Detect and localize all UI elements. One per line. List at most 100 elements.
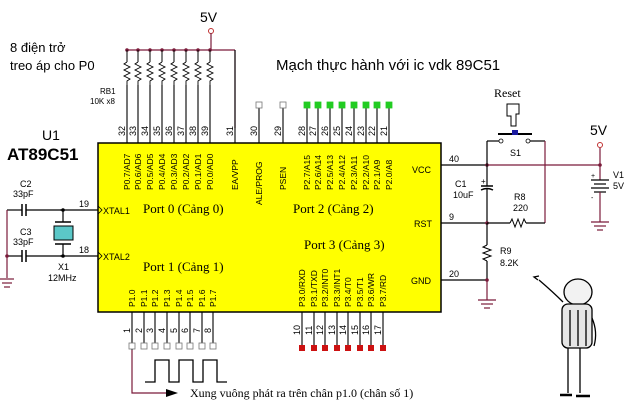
- pin-number: 31: [225, 126, 235, 136]
- pin-terminal: [175, 342, 183, 350]
- pin-label: PSEN: [278, 167, 288, 190]
- pin-number: 32: [117, 126, 127, 136]
- square-wave-waveform: [145, 359, 227, 383]
- pin-20-number: 20: [449, 269, 459, 279]
- pin-terminal: [279, 101, 287, 109]
- logic-probe-high: [314, 101, 322, 109]
- c3-ref: C3: [20, 227, 32, 237]
- pin-label: P0.5/AD5: [145, 153, 155, 190]
- pin-number: 16: [361, 325, 371, 335]
- pin-terminal: [128, 342, 136, 350]
- xtal1-label: XTAL1: [103, 206, 130, 216]
- pin-label: P2.0/A8: [384, 159, 394, 190]
- microcontroller-chip-body: [97, 142, 442, 313]
- arrow-icon: [166, 389, 178, 397]
- pin-label: P0.2/AD2: [181, 153, 191, 190]
- resistor-r9: [481, 244, 493, 262]
- pin-number: 28: [297, 126, 307, 136]
- logic-probe-low: [368, 345, 374, 351]
- rst-label: RST: [414, 219, 433, 229]
- pin-number: 27: [308, 126, 318, 136]
- logic-probe-low: [322, 345, 328, 351]
- pin-label: P1.5: [185, 289, 195, 307]
- pin-number: 26: [320, 126, 330, 136]
- pullup-resistor: [193, 61, 203, 85]
- pin-18-number: 18: [79, 245, 89, 255]
- pin-number: 33: [128, 126, 138, 136]
- pin-number: 35: [152, 126, 162, 136]
- reset-switch-button[interactable]: [512, 130, 518, 135]
- pin-label: P2.4/A12: [337, 155, 347, 190]
- supply-terminal-top: [208, 28, 214, 34]
- pin-9-number: 9: [449, 212, 454, 222]
- logic-probe-high: [385, 101, 393, 109]
- chip-pin-12: 12 P3.2/INT0: [315, 268, 330, 351]
- pin-terminal: [255, 101, 263, 109]
- resistor-r8: [509, 217, 527, 229]
- pin-label: P2.5/A13: [325, 155, 335, 190]
- pin-number: 17: [373, 325, 383, 335]
- pin-number: 22: [367, 126, 377, 136]
- pin-label: P2.3/A11: [349, 155, 359, 190]
- port1-label: Port 1 (Cảng 1): [143, 259, 224, 274]
- pin-label: P0.6/AD6: [133, 153, 143, 190]
- pin-label: ALE/PROG: [254, 162, 264, 205]
- pin-number: 2: [134, 328, 144, 333]
- svg-text:+: +: [481, 177, 486, 186]
- c3-value: 33pF: [13, 237, 34, 247]
- pin-terminal: [186, 342, 194, 350]
- chip-part-number: AT89C51: [7, 145, 79, 164]
- pin-number: 1: [122, 328, 132, 333]
- pin-terminal: [163, 342, 171, 350]
- pin-label: P2.1/A9: [372, 159, 382, 190]
- x1-value: 12MHz: [48, 273, 77, 283]
- pin-label: P2.6/A14: [313, 155, 323, 190]
- pin-label: P1.2: [150, 289, 160, 307]
- r9-value: 8.2K: [500, 258, 519, 268]
- pullup-resistor: [122, 61, 132, 85]
- crystal-x1: [53, 225, 74, 241]
- pullup-resistor: [133, 61, 143, 85]
- pin-number: 39: [200, 126, 210, 136]
- pin-number: 24: [344, 126, 354, 136]
- pin-number: 12: [315, 325, 325, 335]
- chip-pin-15: 15 P3.5/T1: [350, 277, 365, 351]
- xtal2-clock-marker: [97, 251, 103, 261]
- pin-number: 4: [157, 328, 167, 333]
- r8-ref: R8: [514, 192, 526, 202]
- pin-terminal: [198, 342, 206, 350]
- reset-circuit: + + -: [478, 103, 609, 309]
- crystal-oscillator-circuit: [0, 204, 74, 288]
- pin-label: P3.6/WR: [366, 273, 376, 307]
- pin-number: 6: [180, 328, 190, 333]
- c1-ref: C1: [455, 179, 467, 189]
- rb1-ref: RB1: [100, 87, 116, 96]
- supply-5v-top-label: 5V: [200, 9, 218, 25]
- pin-number: 15: [350, 325, 360, 335]
- top-pin-group: 32P0.7/AD733P0.6/AD634P0.5/AD535P0.4/AD4…: [117, 50, 394, 205]
- chip-ref: U1: [42, 127, 60, 143]
- pin-label: P3.1/TXD: [309, 270, 319, 307]
- pin-19-number: 19: [79, 199, 89, 209]
- pin-label: EA/VPP: [230, 159, 240, 190]
- pin-label: P3.5/T1: [355, 277, 365, 307]
- pin-label: P3.2/INT0: [320, 268, 330, 307]
- pullup-resistor: [205, 61, 215, 85]
- c1-value: 10uF: [453, 190, 474, 200]
- svg-text:-: -: [591, 195, 594, 202]
- pin-label: P2.7/A15: [302, 155, 312, 190]
- pin-terminal: [151, 342, 159, 350]
